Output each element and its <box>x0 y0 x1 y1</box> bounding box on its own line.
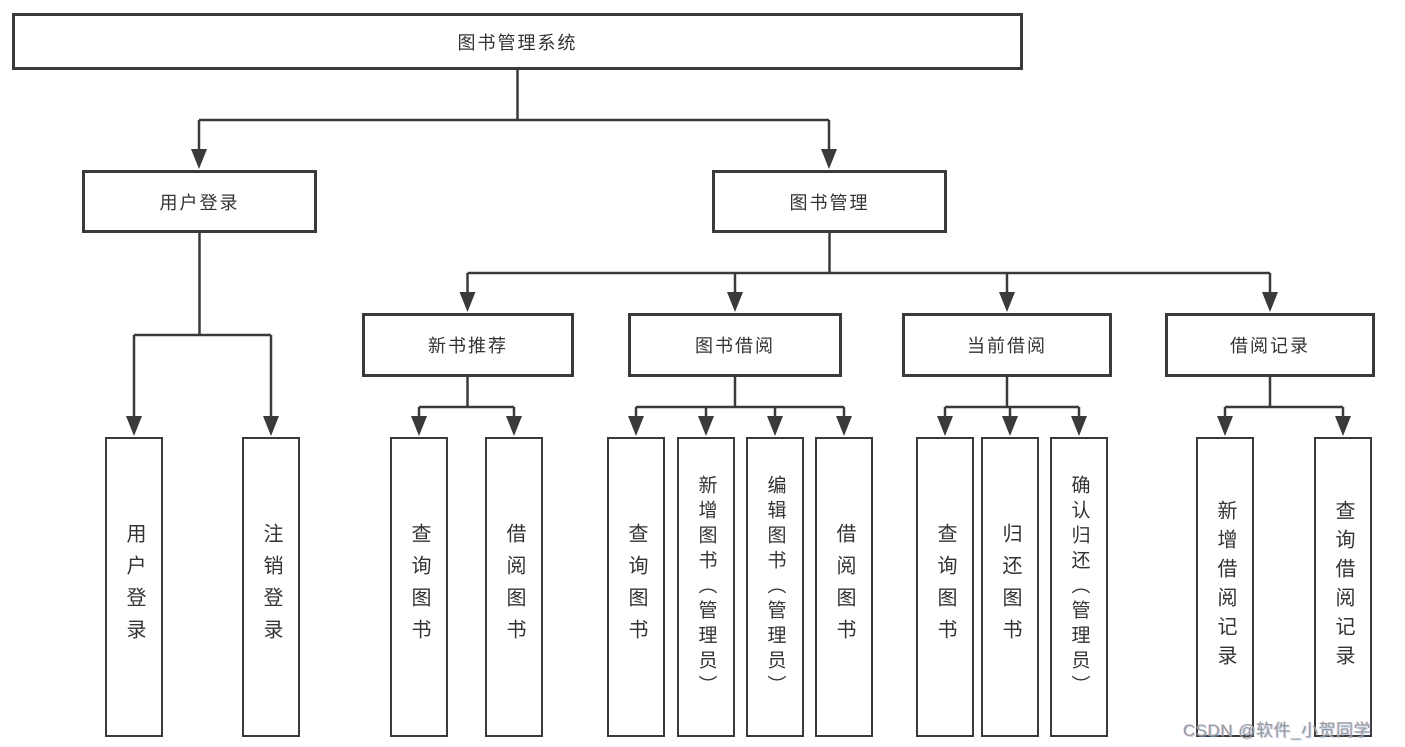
trunk-book-mgmt <box>466 231 1272 295</box>
arrowheads <box>126 149 1351 436</box>
node-recommend-query-books: 查询图书 <box>390 437 448 737</box>
trunk-root <box>197 68 831 152</box>
node-confirm-return-admin-label: 确认归还（管理员） <box>1068 474 1090 700</box>
watermark: CSDN @软件_小贺同学 <box>1183 721 1372 740</box>
node-recommend-query-books-label: 查询图书 <box>408 523 430 651</box>
node-logout-action-label: 注销登录 <box>260 523 282 651</box>
node-borrow-query-books-label: 查询图书 <box>625 523 647 651</box>
node-borrow-query-books: 查询图书 <box>607 437 665 737</box>
node-user-login: 用户登录 <box>82 170 317 233</box>
node-book-borrowing: 图书借阅 <box>628 313 842 377</box>
node-return-books-label: 归还图书 <box>999 523 1021 651</box>
node-login-action: 用户登录 <box>105 437 163 737</box>
node-borrowing-records-label: 借阅记录 <box>1230 336 1310 356</box>
node-current-query-books: 查询图书 <box>916 437 974 737</box>
node-user-login-label: 用户登录 <box>159 192 240 213</box>
trunk-borrow <box>634 375 846 419</box>
connector-paths <box>132 68 1345 419</box>
node-book-management: 图书管理 <box>712 170 947 233</box>
node-library-management-system: 图书管理系统 <box>12 13 1023 70</box>
node-library-management-system-label: 图书管理系统 <box>457 32 578 53</box>
node-login-action-label: 用户登录 <box>123 523 145 651</box>
node-add-borrow-record-label: 新增借阅记录 <box>1214 500 1236 674</box>
node-book-borrowing-label: 图书借阅 <box>695 336 775 356</box>
node-current-borrowing-label: 当前借阅 <box>967 336 1047 356</box>
node-query-borrow-record-label: 查询借阅记录 <box>1332 500 1354 674</box>
node-add-books-admin-label: 新增图书（管理员） <box>695 474 717 700</box>
node-query-borrow-record: 查询借阅记录 <box>1314 437 1372 737</box>
trunk-recommend <box>417 375 516 419</box>
node-logout-action: 注销登录 <box>242 437 300 737</box>
node-borrowing-records: 借阅记录 <box>1165 313 1375 377</box>
node-borrow-borrow-books: 借阅图书 <box>815 437 873 737</box>
node-recommend-borrow-books: 借阅图书 <box>485 437 543 737</box>
trunk-records <box>1223 375 1345 419</box>
trunk-user-login <box>132 231 273 419</box>
node-recommend-borrow-books-label: 借阅图书 <box>503 523 525 651</box>
node-new-book-recommend-label: 新书推荐 <box>428 336 508 356</box>
node-edit-books-admin: 编辑图书（管理员） <box>746 437 804 737</box>
node-return-books: 归还图书 <box>981 437 1039 737</box>
node-borrow-borrow-books-label: 借阅图书 <box>833 523 855 651</box>
trunk-current <box>943 375 1081 419</box>
node-confirm-return-admin: 确认归还（管理员） <box>1050 437 1108 737</box>
node-new-book-recommend: 新书推荐 <box>362 313 574 377</box>
node-add-borrow-record: 新增借阅记录 <box>1196 437 1254 737</box>
node-current-query-books-label: 查询图书 <box>934 523 956 651</box>
node-add-books-admin: 新增图书（管理员） <box>677 437 735 737</box>
node-edit-books-admin-label: 编辑图书（管理员） <box>764 474 786 700</box>
node-current-borrowing: 当前借阅 <box>902 313 1112 377</box>
node-book-management-label: 图书管理 <box>789 192 870 213</box>
